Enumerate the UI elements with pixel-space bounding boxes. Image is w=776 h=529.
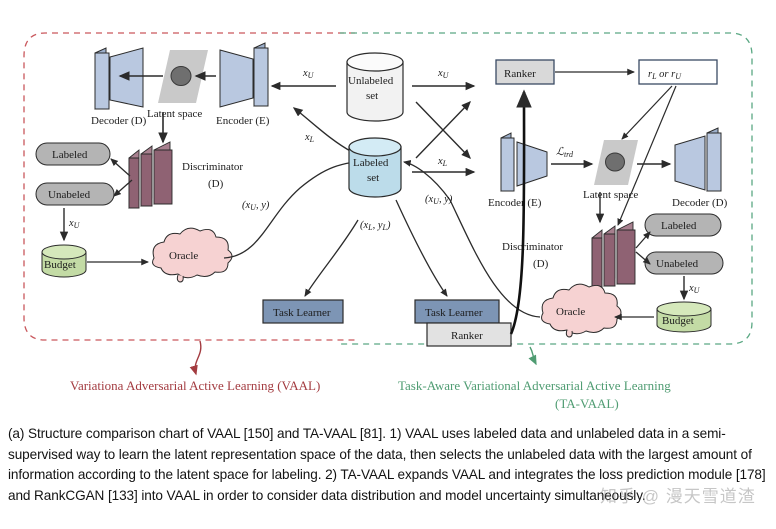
edge-labeled-set-to-task-learner-left [304,219,359,297]
tavaal-oracle-label: Oracle [556,306,585,318]
ta-vaal-caption-pointer [528,346,537,366]
tavaal-rank-output-label: rL or rU [648,69,682,81]
vaal-discriminator-shape [128,141,173,209]
vaal-labeled-pill: Labeled [35,142,111,166]
vaal-task-learner-box: Task Learner [262,299,344,324]
arrow-rank-output-to-discriminator [617,85,677,226]
vaal-task-learner-label: Task Learner [273,307,331,319]
vaal-latent-space-label: Latent space [147,108,202,120]
edge-oracle-right-to-labeled-set [402,160,541,318]
vaal-discriminator-label-1: Discriminator [182,161,243,173]
vaal-unlabeled-pill: Unabeled [35,182,115,206]
ta-vaal-frame [340,32,753,345]
tavaal-latent-space-label: Latent space [583,189,638,201]
edge-label-xu-y-right: (xU, y) [425,194,453,206]
tavaal-encoder-label: Encoder (E) [488,197,542,209]
tavaal-labeled-pill: Labeled [644,213,722,237]
arrow-discriminator-to-labeled-right [635,231,651,249]
arrow-labeled-set-to-encoder-left [292,107,353,153]
tavaal-budget-cylinder: Budget [656,301,712,333]
vaal-latent-space-shape [158,50,208,103]
arrow-discriminator-to-labeled [110,158,131,177]
labeled-set-label-2: set [367,172,379,184]
edge-ranker-feedback-to-ranker-top [509,89,532,335]
edge-label-xu-budget-left: xU [68,218,81,230]
tavaal-latent-space-shape [594,140,638,185]
vaal-encoder-label: Encoder (E) [216,115,270,127]
edge-label-xu-budget-right: xU [688,283,701,295]
vaal-caption-pointer [189,340,202,376]
edge-label-xl-right: xL [437,156,448,168]
unlabeled-set-cylinder: Unlabeled set [346,52,404,122]
tavaal-rank-output-box: rL or rU [638,59,718,85]
tavaal-oracle-cloud: Oracle [541,283,622,338]
edge-label-xu-right: xU [437,68,450,80]
tavaal-ranker-top-box: Ranker [495,59,555,85]
vaal-labeled-label: Labeled [52,149,88,161]
unlabeled-set-label-1: Unlabeled [348,75,394,87]
tavaal-unlabeled-label: Unabeled [656,258,699,270]
ta-vaal-framework-caption-2: (TA-VAAL) [555,396,619,411]
ta-vaal-framework-caption-1: Task-Aware Variational Adversarial Activ… [398,378,671,393]
vaal-framework-caption: Variationa Adversarial Active Learning (… [70,378,320,393]
edge-label-loss-trd: ℒtrd [556,146,574,159]
unlabeled-set-label-2: set [366,90,378,102]
labeled-set-cylinder: Labeled set [348,137,402,198]
figure-caption: (a) Structure comparison chart of VAAL [… [8,426,766,503]
edge-oracle-to-labeled-set [223,157,376,259]
tavaal-discriminator-shape [591,221,636,289]
tavaal-decoder-label: Decoder (D) [672,197,728,209]
edge-label-xl-left: xL [304,132,315,144]
tavaal-ranker-bottom-box: Ranker [426,322,512,347]
arrow-cross-down [415,101,471,160]
vaal-discriminator-label-2: (D) [208,178,224,190]
vaal-budget-cylinder: Budget [41,244,87,278]
tavaal-discriminator-label-2: (D) [533,258,549,270]
vaal-frame [23,32,355,341]
tavaal-ranker-bottom-label: Ranker [451,330,483,342]
tavaal-budget-label: Budget [662,315,694,327]
edge-label-xu-y-left: (xU, y) [242,200,270,212]
vaal-unlabeled-label: Unabeled [48,189,91,201]
vaal-decoder-label: Decoder (D) [91,115,147,127]
tavaal-task-learner-box: Task Learner [414,299,500,324]
vaal-oracle-label: Oracle [169,250,198,262]
edge-label-xu-left-top: xU [302,68,315,80]
vaal-oracle-cloud: Oracle [152,227,233,283]
arrow-rank-output-to-latent [621,85,673,140]
tavaal-ranker-top-label: Ranker [504,68,536,80]
tavaal-discriminator-label-1: Discriminator [502,241,563,253]
tavaal-task-learner-label: Task Learner [425,307,483,319]
arrow-discriminator-to-unlabeled [113,179,133,197]
labeled-set-label-1: Labeled [353,157,389,169]
tavaal-unlabeled-pill: Unabeled [644,251,724,275]
edge-label-xl-yl: (xL, yL) [360,220,391,232]
arrow-discriminator-to-unlabeled-right [635,251,651,265]
tavaal-decoder-shape [674,127,722,192]
edge-labeled-set-to-task-learner-right [395,199,448,297]
tavaal-labeled-label: Labeled [661,220,697,232]
vaal-encoder-shape [219,42,269,108]
vaal-budget-label: Budget [44,259,76,271]
architecture-diagram: Decoder (D) Latent space Encoder (E) Dis… [23,32,753,411]
vaal-decoder-shape [94,47,144,110]
